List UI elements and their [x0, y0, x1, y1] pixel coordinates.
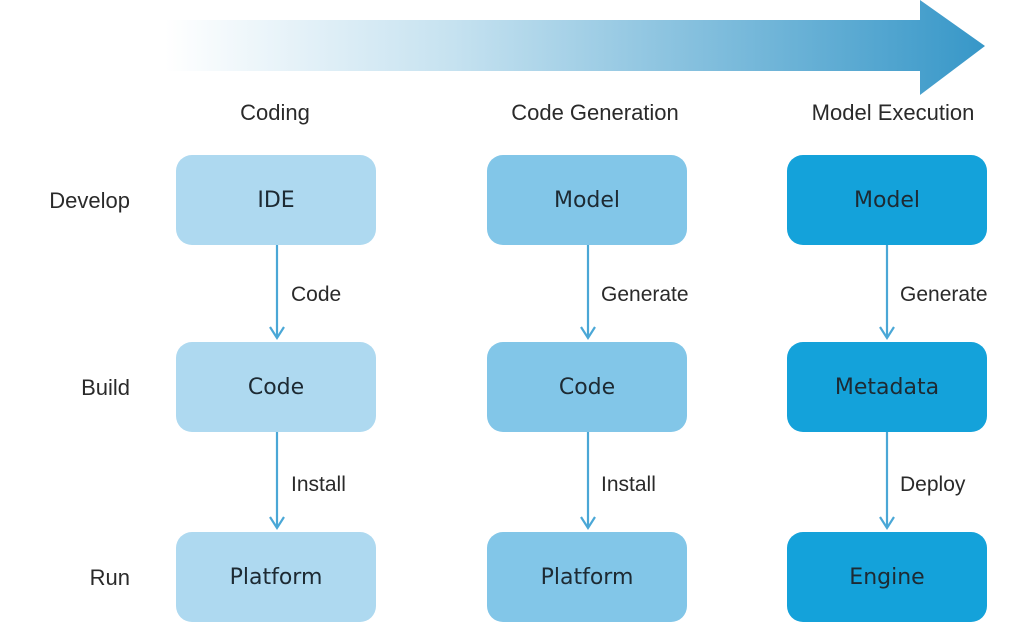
node-platform: Platform	[176, 532, 376, 622]
node-platform: Platform	[487, 532, 687, 622]
node-model: Model	[787, 155, 987, 245]
node-code: Code	[176, 342, 376, 432]
arrowhead-icon	[879, 326, 895, 341]
column-header-model-execution: Model Execution	[811, 100, 975, 125]
column-header-coding: Coding	[240, 100, 310, 125]
edge-label-generate: Generate	[601, 283, 689, 306]
edge-label-deploy: Deploy	[900, 473, 966, 496]
arrowhead-icon	[580, 326, 596, 341]
edge-label-code: Code	[291, 283, 342, 306]
row-label-develop: Develop	[49, 188, 130, 213]
column-header-code-generation: Code Generation	[511, 100, 679, 125]
row-label-build: Build	[81, 375, 130, 400]
edge-label-install: Install	[291, 473, 346, 496]
arrowhead-icon	[879, 516, 895, 531]
node-code: Code	[487, 342, 687, 432]
arrowhead-icon	[269, 326, 285, 341]
edge-label-install: Install	[601, 473, 656, 496]
row-label-run: Run	[89, 565, 130, 590]
progression-arrow	[165, 0, 985, 95]
node-model: Model	[487, 155, 687, 245]
arrowhead-icon	[580, 516, 596, 531]
edge-label-generate: Generate	[900, 283, 988, 306]
node-metadata: Metadata	[787, 342, 987, 432]
arrowhead-icon	[269, 516, 285, 531]
node-ide: IDE	[176, 155, 376, 245]
node-engine: Engine	[787, 532, 987, 622]
